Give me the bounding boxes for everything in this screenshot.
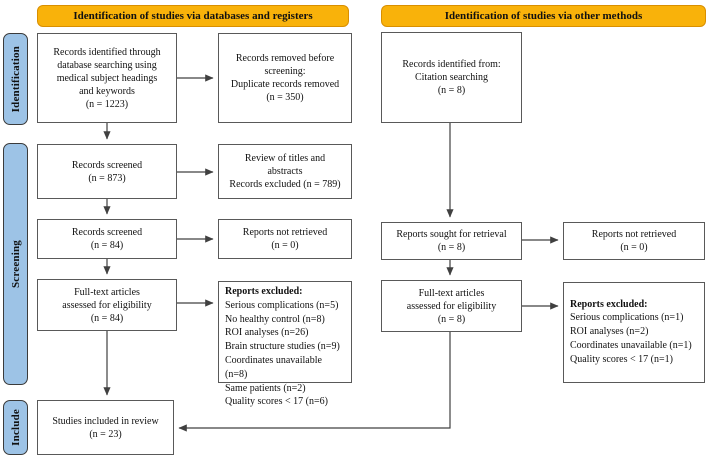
box-reports-not-retrieved-other: Reports not retrieved (n = 0) bbox=[563, 222, 705, 260]
box-records-screened-84-text: Records screened (n = 84) bbox=[71, 227, 143, 251]
box-records-identified-other-text: Records identified from: Citation search… bbox=[402, 59, 501, 96]
box-reports-excluded-other: Reports excluded: Serious complications … bbox=[563, 282, 705, 383]
banner-databases-registers: Identification of studies via databases … bbox=[37, 5, 349, 27]
reports-excluded-other-heading: Reports excluded: bbox=[570, 298, 648, 310]
box-fulltext-db-text: Full-text articles assessed for eligibil… bbox=[62, 286, 152, 324]
box-records-identified-other: Records identified from: Citation search… bbox=[381, 32, 522, 123]
banner-other-methods-label: Identification of studies via other meth… bbox=[444, 10, 643, 22]
reports-excluded-db-heading: Reports excluded: bbox=[225, 286, 303, 297]
box-records-removed-text: Records removed before screening: Duplic… bbox=[230, 53, 340, 103]
box-review-titles-text: Review of titles and abstracts Records e… bbox=[229, 153, 341, 190]
box-reports-sought: Reports sought for retrieval (n = 8) bbox=[381, 222, 522, 260]
reports-excluded-db-content: Reports excluded: Serious complications … bbox=[225, 286, 345, 409]
box-reports-not-retrieved-db-text: Reports not retrieved (n = 0) bbox=[242, 227, 328, 251]
box-records-identified-db-text: Records identified through database sear… bbox=[53, 46, 161, 110]
box-fulltext-other: Full-text articles assessed for eligibil… bbox=[381, 280, 522, 332]
stage-include: Include bbox=[3, 400, 28, 455]
stage-screening-label: Screening bbox=[9, 239, 22, 289]
box-records-screened-873-text: Records screened (n = 873) bbox=[71, 159, 143, 184]
box-records-identified-db: Records identified through database sear… bbox=[37, 33, 177, 123]
reports-excluded-other-content: Reports excluded: Serious complications … bbox=[570, 299, 692, 367]
box-reports-not-retrieved-other-text: Reports not retrieved (n = 0) bbox=[591, 229, 677, 253]
box-records-screened-873: Records screened (n = 873) bbox=[37, 144, 177, 199]
box-records-screened-84: Records screened (n = 84) bbox=[37, 219, 177, 259]
box-studies-included: Studies included in review (n = 23) bbox=[37, 400, 174, 455]
reports-excluded-db-items: Serious complications (n=5) No healthy c… bbox=[225, 299, 340, 408]
banner-other-methods: Identification of studies via other meth… bbox=[381, 5, 706, 27]
stage-screening: Screening bbox=[3, 143, 28, 385]
stage-identification-label: Identification bbox=[9, 45, 22, 113]
stage-identification: Identification bbox=[3, 33, 28, 125]
box-fulltext-other-text: Full-text articles assessed for eligibil… bbox=[406, 287, 497, 325]
reports-excluded-other-items: Serious complications (n=1) ROI analyses… bbox=[570, 312, 692, 365]
box-records-removed: Records removed before screening: Duplic… bbox=[218, 33, 352, 123]
box-reports-not-retrieved-db: Reports not retrieved (n = 0) bbox=[218, 219, 352, 259]
banner-databases-label: Identification of studies via databases … bbox=[73, 10, 313, 22]
box-reports-sought-text: Reports sought for retrieval (n = 8) bbox=[396, 229, 507, 253]
box-review-titles: Review of titles and abstracts Records e… bbox=[218, 144, 352, 199]
stage-include-label: Include bbox=[9, 409, 22, 446]
box-reports-excluded-db: Reports excluded: Serious complications … bbox=[218, 281, 352, 407]
box-fulltext-db: Full-text articles assessed for eligibil… bbox=[37, 279, 177, 331]
box-studies-included-text: Studies included in review (n = 23) bbox=[52, 415, 159, 440]
